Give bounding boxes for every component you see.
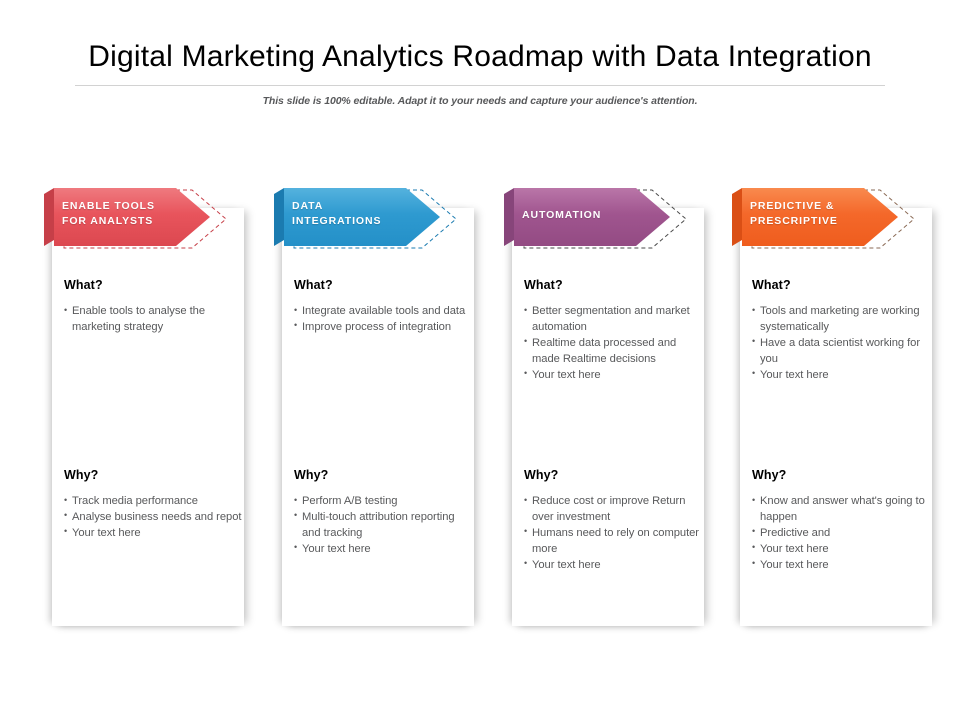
ribbon-fold-tab [44, 188, 54, 246]
list-item: Your text here [752, 557, 930, 574]
what-block: What? Better segmentation and market aut… [524, 278, 702, 384]
list-item: Your text here [294, 541, 472, 558]
what-heading: What? [64, 278, 103, 292]
stage-banner-2[interactable]: DATA INTEGRATIONS [270, 182, 498, 260]
ribbon-fold-tab [504, 188, 514, 246]
content-card [282, 208, 474, 626]
stage-banner-3[interactable]: AUTOMATION [500, 182, 728, 260]
solid-arrow-ribbon [742, 188, 898, 246]
list-item: Track media performance [64, 494, 242, 510]
why-block: Why? Know and answer what's going to hap… [752, 468, 930, 574]
why-block: Why? Perform A/B testing Multi-touch att… [294, 468, 472, 558]
list-item: Humans need to rely on computer more [524, 525, 702, 558]
ribbon-fold-tab [732, 188, 742, 246]
list-item: Reduce cost or improve Return over inves… [524, 494, 702, 526]
roadmap-columns: ENABLE TOOLS FOR ANALYSTS What? Enable t… [0, 182, 960, 652]
list-item: Improve process of integration [294, 319, 472, 336]
list-item: Analyse business needs and repot [64, 509, 242, 526]
why-block: Why? Reduce cost or improve Return over … [524, 468, 702, 574]
roadmap-column-3: AUTOMATION What? Better segmentation and… [500, 182, 728, 650]
stage-banner-4[interactable]: PREDICTIVE & PRESCRIPTIVE [728, 182, 956, 260]
list-item: Multi-touch attribution reporting and tr… [294, 509, 472, 542]
list-item: Your text here [524, 367, 702, 384]
ribbon-fold-tab [274, 188, 284, 246]
roadmap-column-2: DATA INTEGRATIONS What? Integrate availa… [270, 182, 498, 650]
list-item: Realtime data processed and made Realtim… [524, 335, 702, 368]
list-item: Your text here [524, 557, 702, 574]
why-block: Why? Track media performance Analyse bus… [64, 468, 242, 542]
what-block: What? Integrate available tools and data… [294, 278, 472, 336]
what-block: What? Tools and marketing are working sy… [752, 278, 930, 384]
list-item: Know and answer what's going to happen [752, 494, 930, 526]
roadmap-column-4: PREDICTIVE & PRESCRIPTIVE What? Tools an… [728, 182, 956, 650]
what-bullet-list: Better segmentation and market automatio… [524, 304, 702, 384]
list-item: Enable tools to analyse the marketing st… [64, 304, 242, 336]
what-bullet-list: Integrate available tools and data Impro… [294, 304, 472, 336]
solid-arrow-ribbon [284, 188, 440, 246]
why-bullet-list: Perform A/B testing Multi-touch attribut… [294, 494, 472, 558]
page-title: Digital Marketing Analytics Roadmap with… [88, 40, 872, 73]
what-bullet-list: Tools and marketing are working systemat… [752, 304, 930, 384]
arrow-banner-shape [44, 188, 227, 249]
what-block: What? Enable tools to analyse the market… [64, 278, 242, 336]
solid-arrow-ribbon [514, 188, 670, 246]
why-heading: Why? [294, 468, 329, 482]
list-item: Predictive and [752, 525, 930, 542]
arrow-banner-shape [274, 188, 457, 249]
why-heading: Why? [524, 468, 559, 482]
what-heading: What? [294, 278, 333, 292]
slide-header: Digital Marketing Analytics Roadmap with… [0, 0, 960, 107]
title-divider [75, 85, 885, 86]
list-item: Your text here [752, 367, 930, 384]
list-item: Your text here [64, 525, 242, 542]
roadmap-column-1: ENABLE TOOLS FOR ANALYSTS What? Enable t… [40, 182, 268, 650]
what-bullet-list: Enable tools to analyse the marketing st… [64, 304, 242, 336]
list-item: Your text here [752, 541, 930, 558]
list-item: Tools and marketing are working systemat… [752, 304, 930, 336]
why-heading: Why? [64, 468, 99, 482]
list-item: Have a data scientist working for you [752, 335, 930, 368]
what-heading: What? [524, 278, 563, 292]
stage-banner-1[interactable]: ENABLE TOOLS FOR ANALYSTS [40, 182, 268, 260]
list-item: Better segmentation and market automatio… [524, 304, 702, 336]
arrow-banner-shape [732, 188, 915, 249]
what-heading: What? [752, 278, 791, 292]
arrow-banner-shape [504, 188, 687, 249]
list-item: Integrate available tools and data [294, 304, 472, 320]
why-bullet-list: Track media performance Analyse business… [64, 494, 242, 542]
why-heading: Why? [752, 468, 787, 482]
list-item: Perform A/B testing [294, 494, 472, 510]
why-bullet-list: Reduce cost or improve Return over inves… [524, 494, 702, 574]
slide-subtitle: This slide is 100% editable. Adapt it to… [262, 95, 698, 107]
solid-arrow-ribbon [54, 188, 210, 246]
content-card [52, 208, 244, 626]
why-bullet-list: Know and answer what's going to happen P… [752, 494, 930, 574]
